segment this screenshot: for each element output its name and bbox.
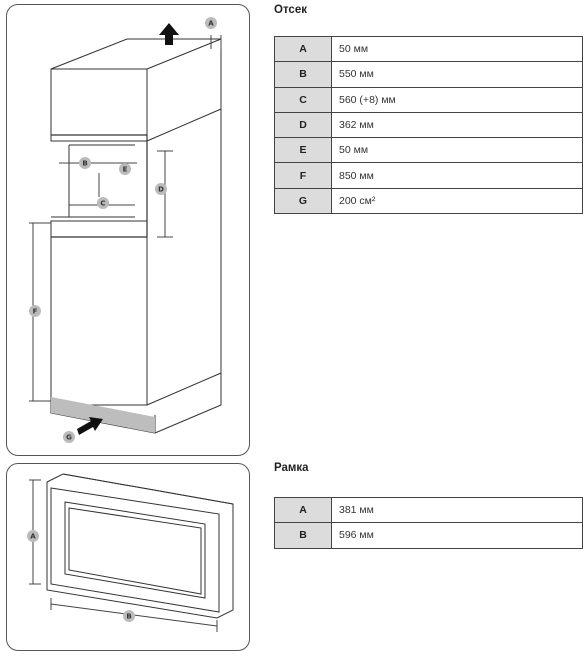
label-e: E bbox=[119, 163, 131, 175]
dimension-key: B bbox=[274, 61, 332, 88]
svg-text:E: E bbox=[123, 166, 128, 174]
svg-text:A: A bbox=[208, 20, 214, 28]
dimension-value: 560 (+8) мм bbox=[331, 86, 583, 113]
dimension-value: 50 мм bbox=[331, 137, 583, 164]
svg-text:F: F bbox=[33, 308, 38, 316]
label-d: D bbox=[155, 183, 167, 195]
dimension-key: C bbox=[274, 86, 332, 113]
dimension-key: F bbox=[274, 162, 332, 189]
dimension-key: A bbox=[274, 496, 332, 524]
dimension-value: 596 мм bbox=[331, 522, 583, 549]
exhaust-arrow-icon bbox=[159, 23, 179, 45]
oven-opening bbox=[51, 134, 148, 238]
frame-window bbox=[64, 501, 206, 599]
lower-cabinet-front bbox=[50, 220, 148, 406]
dimension-key: E bbox=[274, 137, 332, 164]
upper-cabinet-top bbox=[50, 38, 222, 70]
dimension-value: 50 мм bbox=[331, 35, 583, 63]
dimension-value: 381 мм bbox=[331, 496, 583, 524]
label-b: B bbox=[123, 610, 135, 622]
frame-top-edge bbox=[62, 473, 234, 505]
dimension-key: G bbox=[274, 187, 332, 215]
plinth-side bbox=[154, 373, 222, 434]
lower-cabinet-side bbox=[146, 109, 222, 406]
cabinet-diagram: A B E C D F G bbox=[29, 17, 222, 443]
dimension-key: B bbox=[274, 522, 332, 549]
label-g: G bbox=[63, 431, 75, 443]
dimension-key: A bbox=[274, 35, 332, 63]
cabinet-title: Отсек bbox=[274, 4, 307, 16]
svg-text:B: B bbox=[82, 160, 87, 168]
oven-inner bbox=[51, 144, 135, 218]
svg-text:B: B bbox=[126, 613, 131, 621]
upper-cabinet-front bbox=[50, 68, 148, 142]
label-b: B bbox=[79, 157, 91, 169]
frame-diagram: A B bbox=[27, 473, 234, 632]
svg-text:G: G bbox=[66, 434, 72, 442]
plinth-shading bbox=[51, 397, 155, 433]
svg-text:A: A bbox=[30, 533, 36, 541]
cabinet-diagram-panel: A B E C D F G bbox=[6, 4, 250, 456]
dimension-value: 200 см² bbox=[331, 187, 583, 215]
label-c: C bbox=[97, 197, 109, 209]
dimension-value: 362 мм bbox=[331, 111, 583, 139]
frame-title: Рамка bbox=[274, 462, 309, 474]
dimension-key: D bbox=[274, 111, 332, 139]
dimension-d bbox=[157, 150, 173, 238]
frame-diagram-panel: A B bbox=[6, 463, 250, 651]
label-f: F bbox=[29, 305, 41, 317]
label-a: A bbox=[205, 17, 217, 29]
dimension-a bbox=[210, 35, 222, 49]
label-a: A bbox=[27, 530, 39, 542]
svg-text:C: C bbox=[100, 200, 105, 208]
dimension-value: 550 мм bbox=[331, 61, 583, 88]
frame-face bbox=[50, 487, 220, 613]
intake-arrow-icon bbox=[77, 417, 103, 435]
dimension-value: 850 мм bbox=[331, 162, 583, 189]
frame-window-inner bbox=[68, 507, 202, 595]
svg-text:D: D bbox=[158, 186, 164, 194]
